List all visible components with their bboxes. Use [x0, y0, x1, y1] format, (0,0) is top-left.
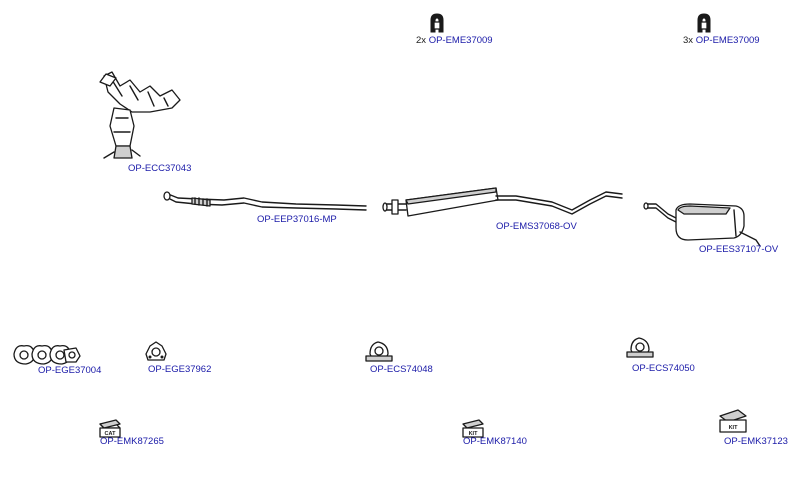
kit-cat-badge: CAT [105, 431, 117, 437]
clamp-2-label[interactable]: OP-ECS74050 [632, 363, 695, 374]
middle-silencer-drawing[interactable] [382, 187, 623, 217]
kit-kit-1-label[interactable]: OP-EMK87140 [463, 436, 527, 447]
hanger-1-drawing[interactable] [430, 13, 444, 33]
front-pipe-drawing[interactable] [163, 191, 367, 211]
kit-kit-2-label[interactable]: OP-EMK37123 [724, 436, 788, 447]
rear-silencer-label[interactable]: OP-EES37107-OV [699, 244, 779, 255]
gasket-drawing[interactable] [145, 341, 167, 361]
hanger-1-code: OP-EME37009 [428, 35, 493, 46]
front-pipe-label[interactable]: OP-EEP37016-MP [257, 214, 337, 225]
clamp-1-drawing[interactable] [365, 341, 393, 362]
kit-kit-2-badge: KIT [729, 425, 739, 431]
hanger-2-qty: 3x [683, 35, 694, 46]
kit-kit-1-drawing[interactable]: KIT [462, 419, 484, 438]
hanger-1-label[interactable]: 2x OP-EME37009 [416, 35, 493, 46]
rear-silencer-drawing[interactable] [643, 202, 761, 247]
kit-kit-1-badge: KIT [469, 431, 479, 437]
gasket-label[interactable]: OP-EGE37962 [148, 364, 212, 375]
clamp-2-drawing[interactable] [626, 337, 654, 358]
kit-kit-2-drawing[interactable]: KIT [719, 409, 747, 433]
clamp-1-label[interactable]: OP-ECS74048 [370, 364, 433, 375]
hanger-2-drawing[interactable] [697, 13, 711, 33]
gasket-set-label[interactable]: OP-EGE37004 [38, 365, 102, 376]
catalytic-converter-drawing[interactable] [99, 71, 181, 159]
catalytic-converter-label[interactable]: OP-ECC37043 [128, 163, 192, 174]
hanger-2-label[interactable]: 3x OP-EME37009 [683, 35, 760, 46]
gasket-set-drawing[interactable] [13, 344, 81, 365]
hanger-1-qty: 2x [416, 35, 427, 46]
middle-silencer-label[interactable]: OP-EMS37068-OV [496, 221, 577, 232]
kit-cat-label[interactable]: OP-EMK87265 [100, 436, 164, 447]
hanger-2-code: OP-EME37009 [695, 35, 760, 46]
kit-cat-drawing[interactable]: CAT [99, 419, 121, 438]
